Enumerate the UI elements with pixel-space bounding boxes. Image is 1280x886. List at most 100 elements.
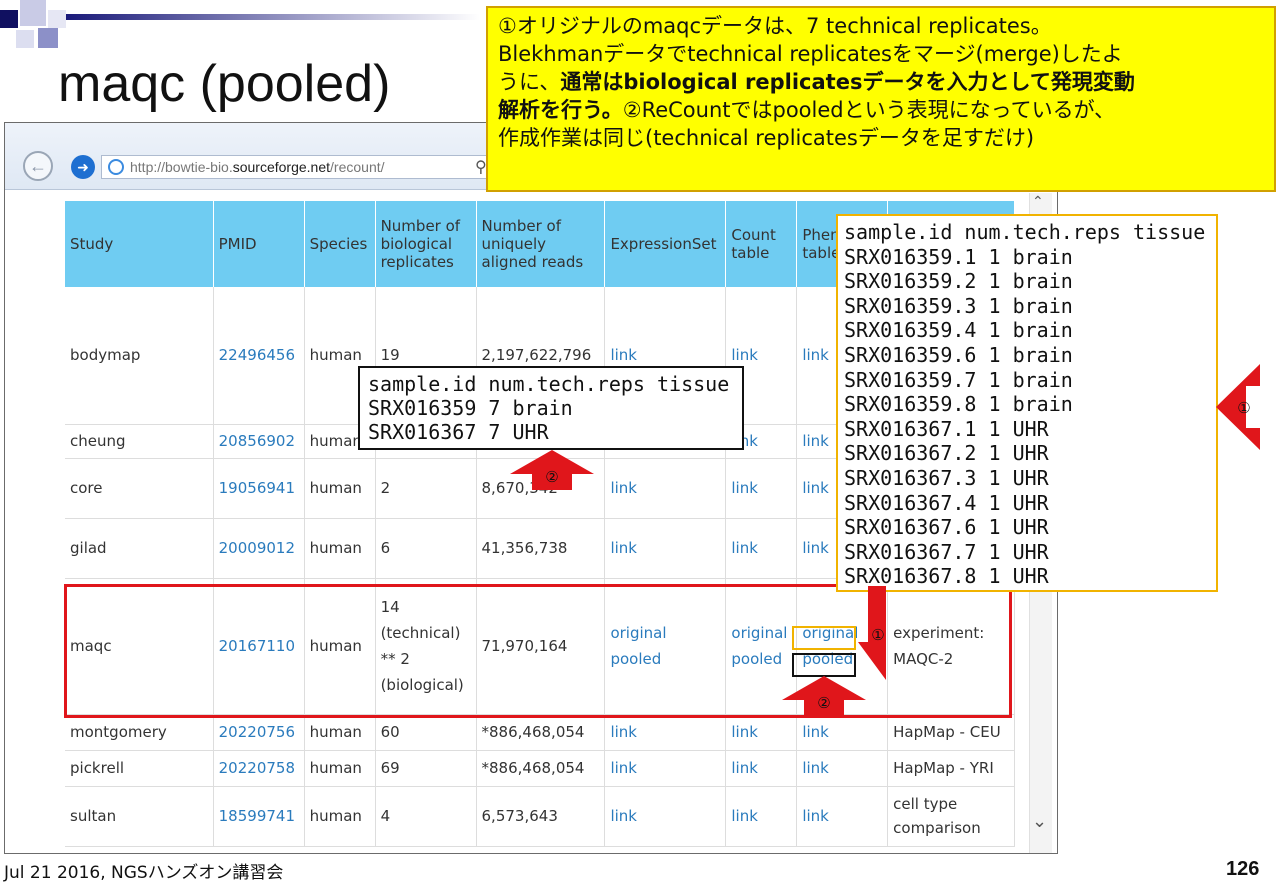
phen-link[interactable]: link [802,539,829,557]
arrow-label-1: ① [1237,399,1250,417]
header-expressionset: ExpressionSet [604,201,727,287]
phen-link[interactable]: link [802,759,829,777]
header-pmid: PMID [213,201,305,287]
cell-reps: 14 (technical) ** 2 (biological) [375,578,477,715]
cell-reads: 71,970,164 [476,578,606,715]
cell-study: montgomery [65,714,214,751]
phen-link[interactable]: link [802,723,829,741]
expressionset-link[interactable]: link [610,807,637,825]
cell-reps: 6 [375,518,477,579]
count-link[interactable]: link [731,346,758,365]
cell-notes: HapMap - CEU [887,714,1015,751]
cell-reads: 6,573,643 [476,786,606,847]
table-row: montgomery 20220756 human 60 *886,468,05… [65,714,1015,751]
table-row: sultan 18599741 human 4 6,573,643 link l… [65,786,1015,847]
arrow-original-link-icon: ① [858,586,886,680]
pmid-link[interactable]: 20220758 [218,759,295,777]
cell-species: human [304,458,376,519]
note-line-1: ①オリジナルのmaqcデータは、7 technical replicates。 [498,14,1052,38]
cell-study: pickrell [65,750,214,787]
header-species: Species [304,201,376,287]
slide-title: maqc (pooled) [58,55,391,113]
pmid-link[interactable]: 20167110 [218,637,295,655]
cell-reps: 4 [375,786,477,847]
cell-notes: experiment: MAQC-2 [887,578,1015,715]
cell-reads: *886,468,054 [476,714,606,751]
cell-notes: cell type comparison [887,786,1015,847]
original-sample-table: sample.id num.tech.reps tissue SRX016359… [836,214,1218,592]
note-line-3a: うに、 [498,70,561,94]
maqc-row-highlight [64,584,1012,718]
cell-reps: 2 [375,458,477,519]
cell-study: bodymap [65,287,214,425]
back-button[interactable]: ← [23,151,53,181]
cell-reps: 69 [375,750,477,787]
pooled-link-highlight [792,653,856,677]
cell-species: human [304,714,376,751]
explanation-note: ①オリジナルのmaqcデータは、7 technical replicates。 … [486,6,1276,192]
arrow-original-box-icon: ① [1216,364,1260,450]
table-row-maqc: maqc 20167110 human 14 (technical) ** 2 … [65,578,1015,715]
pmid-link[interactable]: 20220756 [218,723,295,741]
cell-reps: 60 [375,714,477,751]
cell-study: maqc [65,578,214,715]
cell-study: sultan [65,786,214,847]
search-icon[interactable]: ⚲ [475,159,487,176]
cell-reads: 41,356,738 [476,518,606,579]
note-line-5: 作成作業は同じ(technical replicatesデータを足すだけ) [498,126,1035,150]
phen-link[interactable]: link [802,346,829,365]
arrow-label-1b: ① [871,626,884,644]
table-row: pickrell 20220758 human 69 *886,468,054 … [65,750,1015,787]
note-line-3b: 通常はbiological replicatesデータを入力として発現変動 [560,70,1135,94]
count-link[interactable]: link [731,759,758,777]
scroll-up-icon[interactable]: ⌃ [1032,193,1044,209]
pooled-sample-table: sample.id num.tech.reps tissue SRX016359… [358,366,744,450]
count-link[interactable]: link [731,479,758,497]
pmid-link[interactable]: 20856902 [218,432,295,450]
cell-study: gilad [65,518,214,579]
arrow-label-2b: ② [545,468,558,486]
cell-notes: HapMap - YRI [887,750,1015,787]
address-bar[interactable]: http://bowtie-bio.sourceforge.net/recoun… [101,155,501,179]
note-line-4a: 解析を行う。 [498,98,623,122]
expressionset-link[interactable]: link [610,479,637,497]
pmid-link[interactable]: 20009012 [218,539,295,557]
header-count-table: Count table [725,201,798,287]
count-link[interactable]: link [731,539,758,557]
page-number: 126 [1226,858,1260,880]
phen-link[interactable]: link [802,432,829,450]
pmid-link[interactable]: 22496456 [218,346,295,365]
cell-study: core [65,458,214,519]
arrow-pooled-link-icon: ② [782,676,866,716]
count-original-pooled-links[interactable]: original pooled [731,624,788,668]
count-link[interactable]: link [731,723,758,741]
note-line-4b: ②ReCountではpooledという表現になっているが、 [622,98,1116,122]
cell-reads: *886,468,054 [476,750,606,787]
pmid-link[interactable]: 18599741 [218,807,295,825]
url-suffix: /recount/ [330,159,385,175]
url-prefix: http://bowtie-bio. [130,159,233,175]
phen-link[interactable]: link [802,479,829,497]
cell-study: cheung [65,424,214,459]
header-reads: Number of uniquely aligned reads [476,201,606,287]
count-link[interactable]: link [731,807,758,825]
cell-species: human [304,786,376,847]
expressionset-link[interactable]: link [610,539,637,557]
ie-icon [108,159,124,175]
expressionset-link[interactable]: link [610,759,637,777]
expressionset-link[interactable]: link [610,723,637,741]
header-study: Study [65,201,214,287]
cell-species: human [304,518,376,579]
slide-corner-decoration [0,0,480,70]
forward-button[interactable]: ➜ [71,155,95,179]
expressionset-original-pooled-links[interactable]: original pooled [610,624,667,668]
arrow-label-2: ② [817,694,830,712]
note-line-2: Blekhmanデータでtechnical replicatesをマージ(mer… [498,42,1123,66]
phen-link[interactable]: link [802,807,829,825]
arrow-pooled-box-icon: ② [510,450,594,490]
expressionset-link[interactable]: link [610,346,637,365]
scroll-down-icon[interactable]: ⌄ [1032,811,1048,831]
original-link-highlight [792,626,856,650]
pmid-link[interactable]: 19056941 [218,479,295,497]
footer-date-event: Jul 21 2016, NGSハンズオン講習会 [4,863,284,883]
